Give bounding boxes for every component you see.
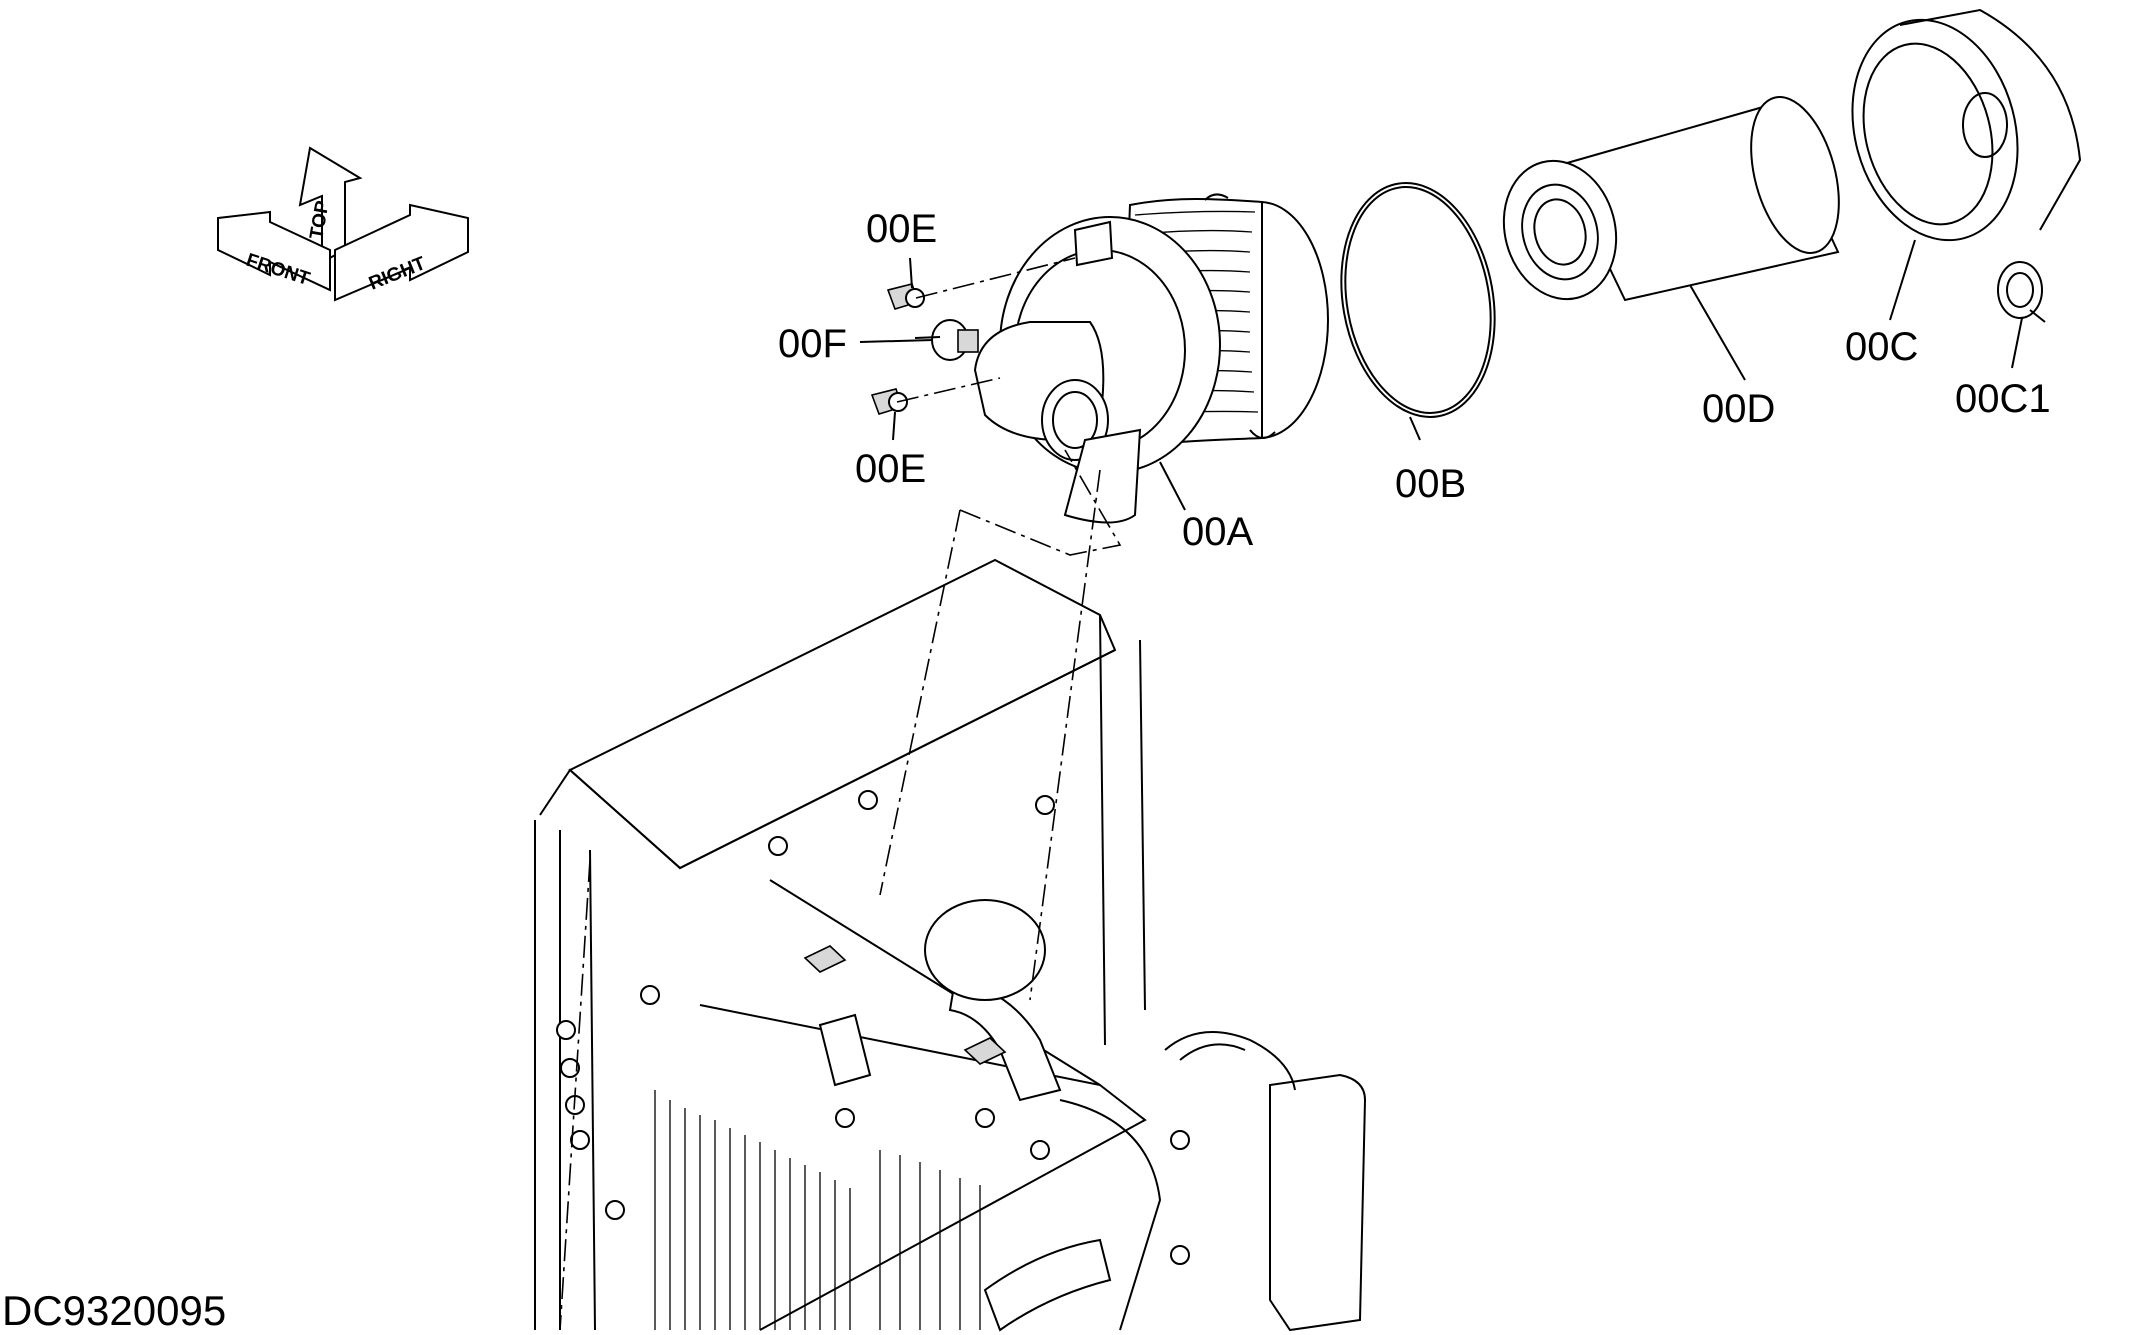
callout-00E-bottom: 00E bbox=[855, 447, 926, 491]
o-ring-00B bbox=[1340, 182, 1496, 418]
filter-element-00D bbox=[1502, 96, 1840, 302]
callout-00E-top: 00E bbox=[866, 207, 937, 251]
bolt-00F bbox=[914, 319, 979, 361]
frame-assembly bbox=[534, 558, 1367, 1332]
dust-valve-00C1 bbox=[1997, 261, 2046, 323]
callout-00C1: 00C1 bbox=[1955, 377, 2051, 421]
air-cleaner-body-00A bbox=[973, 193, 1329, 524]
phantom-lines bbox=[559, 257, 1122, 1331]
cover-00C bbox=[1851, 8, 2082, 242]
callout-00C: 00C bbox=[1845, 325, 1918, 369]
leader-lines bbox=[859, 239, 2023, 511]
callout-00D: 00D bbox=[1702, 387, 1775, 431]
front-arrow-shape bbox=[217, 210, 331, 292]
right-arrow-shape bbox=[334, 203, 469, 302]
callouts: 00E 00F 00E 00A 00B 00D 00C 00C1 bbox=[778, 207, 2051, 554]
callout-00F: 00F bbox=[778, 322, 847, 366]
callout-00A: 00A bbox=[1182, 510, 1253, 554]
top-arrow-shape bbox=[298, 146, 363, 264]
orientation-indicator: FRONT TOP RIGHT bbox=[217, 146, 469, 302]
callout-00B: 00B bbox=[1395, 462, 1466, 506]
clip-00E-top bbox=[886, 283, 925, 310]
drawing-code: DC9320095 bbox=[2, 1287, 226, 1334]
